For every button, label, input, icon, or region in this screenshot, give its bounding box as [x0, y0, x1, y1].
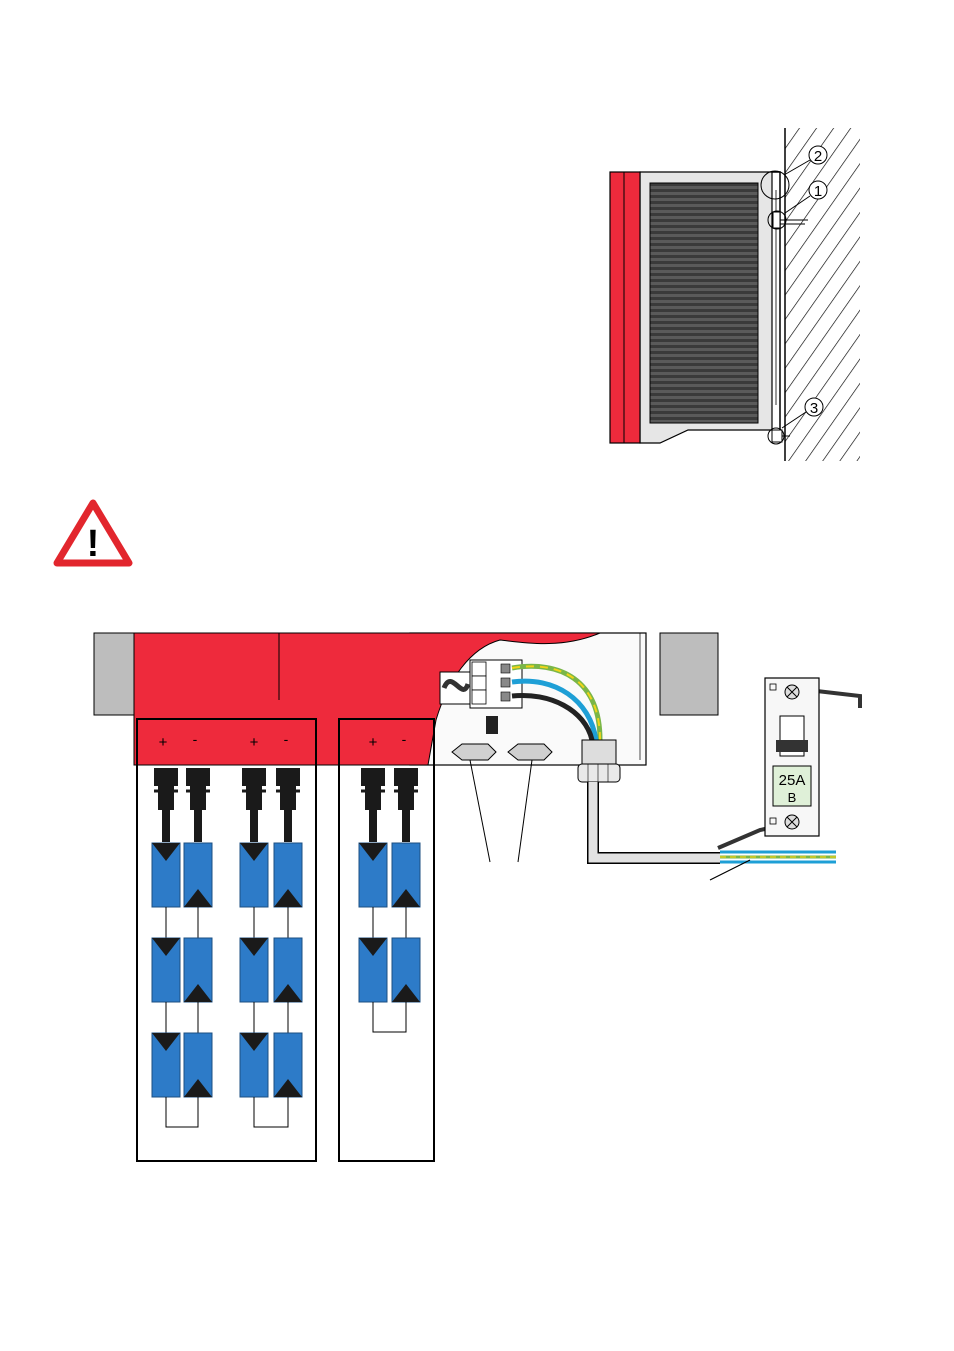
warning-glyph: !: [87, 523, 100, 565]
pv-panel: [151, 1032, 181, 1098]
cable-gland: [577, 739, 621, 783]
blanking-plugs: [451, 743, 553, 863]
pv-panel: [183, 937, 213, 1003]
dc-input-minus: -: [193, 731, 198, 747]
inverter-housing-left: [93, 632, 135, 716]
dc-connector: [394, 768, 418, 842]
breaker-label: [772, 765, 812, 807]
string-group-box-2: [338, 718, 435, 1162]
pv-panel: [183, 1032, 213, 1098]
breaker-curve: B: [788, 790, 797, 805]
string-return-wire: [372, 1002, 407, 1033]
pv-panel: [391, 842, 421, 908]
dc-connectors: [154, 768, 418, 842]
callout-3: 3: [781, 397, 824, 429]
callout-label: 3: [810, 400, 818, 417]
inverter-housing-right: [659, 632, 719, 716]
ac-wires: [511, 663, 603, 741]
pv-panel: [183, 842, 213, 908]
detail-circle-screw: [767, 210, 787, 230]
pv-panel: [358, 937, 388, 1003]
dc-connector: [276, 768, 300, 842]
dc-connector: [242, 768, 266, 842]
detail-circle-bottom: [767, 427, 785, 445]
callout-2: 2: [783, 145, 828, 176]
dc-connector: [361, 768, 385, 842]
dc-connector: [186, 768, 210, 842]
callout-label: 2: [814, 148, 822, 165]
pv-panel: [151, 842, 181, 908]
dc-input-minus: -: [402, 731, 407, 747]
pv-panel: [239, 1032, 269, 1098]
pv-panel: [273, 842, 303, 908]
polarity-labels: + - + - + -: [159, 731, 407, 751]
pv-panel: [358, 842, 388, 908]
pv-panel: [273, 1032, 303, 1098]
pv-panel: [273, 937, 303, 1003]
dc-input-plus: +: [369, 734, 378, 751]
dc-input-plus: +: [159, 734, 168, 751]
pv-panel: [239, 842, 269, 908]
callout-1: 1: [784, 180, 828, 214]
mounting-bracket: [771, 171, 808, 443]
detail-circle-hook: [760, 170, 790, 200]
circuit-breaker: 25A B: [764, 677, 862, 837]
string-return-wire: [253, 1097, 289, 1128]
warning-triangle-icon: !: [53, 499, 133, 567]
pv-panel: [391, 937, 421, 1003]
inverter-red-cover: [133, 632, 601, 766]
inverter-side-view: [609, 171, 773, 444]
breaker-toggle: [776, 740, 808, 752]
callout-label: 1: [814, 183, 822, 200]
wall-mount-diagram: 2 1 3: [609, 128, 860, 461]
dc-input-plus: +: [250, 734, 259, 751]
breaker-rating: 25A: [779, 772, 806, 789]
pv-string-panels: [151, 842, 421, 1128]
pv-panel: [239, 937, 269, 1003]
front-cover-red: [609, 171, 641, 444]
string-group-box-1: [136, 718, 317, 1162]
ac-cable: [587, 782, 836, 881]
wiring-diagram: 25A B + - + - + -: [93, 632, 862, 1162]
string-return-wire: [165, 1097, 199, 1128]
dc-connector: [154, 768, 178, 842]
pv-panel: [151, 937, 181, 1003]
dc-input-minus: -: [284, 731, 289, 747]
